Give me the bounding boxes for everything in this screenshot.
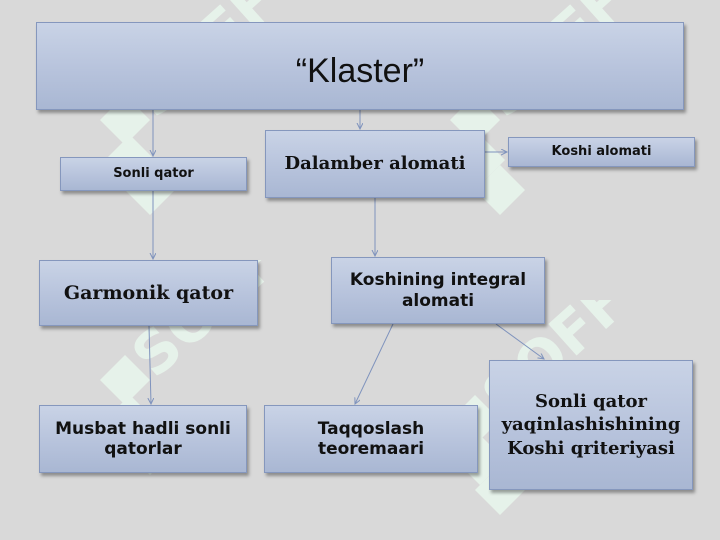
node-label: Sonli qator yaqinlashishining Koshi qrit… bbox=[501, 390, 681, 459]
node-koshi-qriteriyasi: Sonli qator yaqinlashishining Koshi qrit… bbox=[489, 360, 693, 490]
edge-integral-crit bbox=[495, 323, 544, 359]
node-label: Garmonik qator bbox=[63, 281, 234, 304]
node-label: Taqqoslash teoremaari bbox=[317, 418, 425, 459]
edge-garmonik-musbat bbox=[149, 325, 151, 404]
node-koshi-alomati: Koshi alomati bbox=[508, 137, 695, 167]
node-garmonik-qator: Garmonik qator bbox=[39, 260, 258, 326]
node-label: Koshi alomati bbox=[551, 144, 652, 160]
diagram-title-box: “Klaster” bbox=[36, 22, 684, 110]
node-koshining-integral-alomati: Koshining integral alomati bbox=[331, 257, 545, 324]
node-sonli-qator: Sonli qator bbox=[60, 157, 247, 191]
node-dalamber-alomati: Dalamber alomati bbox=[265, 130, 485, 198]
diagram-title: “Klaster” bbox=[295, 52, 425, 90]
node-musbat-hadli-sonli-qatorlar: Musbat hadli sonli qatorlar bbox=[39, 405, 247, 473]
node-label: Dalamber alomati bbox=[284, 153, 466, 175]
node-label: Koshining integral alomati bbox=[349, 270, 527, 311]
edge-integral-taqqos bbox=[355, 323, 394, 404]
node-label: Musbat hadli sonli qatorlar bbox=[55, 418, 231, 459]
node-label: Sonli qator bbox=[113, 166, 194, 182]
node-taqqoslash-teoremaari: Taqqoslash teoremaari bbox=[264, 405, 478, 473]
